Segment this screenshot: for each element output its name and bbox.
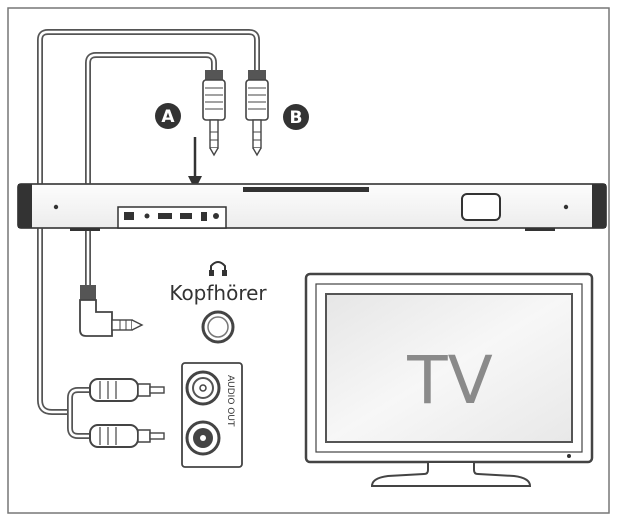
tv-stand	[370, 461, 532, 487]
angled-plug	[79, 285, 144, 337]
marker-b: B	[283, 104, 309, 130]
down-arrow-icon	[188, 137, 202, 190]
svg-text:A: A	[161, 107, 175, 127]
soundbar	[17, 183, 607, 231]
headphone-label: Kopfhörer	[169, 281, 267, 305]
audio-out-label: AUDIO OUT	[225, 375, 235, 427]
marker-a: A	[155, 103, 181, 129]
headphone-icon	[209, 261, 227, 276]
television: TV	[304, 272, 594, 487]
plug-a	[202, 70, 226, 157]
plug-b	[245, 70, 269, 157]
rca-plug-top	[89, 378, 165, 402]
tv-screen	[325, 293, 573, 443]
tv-label: TV	[406, 342, 492, 419]
svg-text:B: B	[290, 108, 303, 128]
rca-plug-bottom	[89, 424, 165, 448]
audio-out-panel: AUDIO OUT	[181, 362, 243, 468]
headphone-jack	[201, 310, 235, 344]
